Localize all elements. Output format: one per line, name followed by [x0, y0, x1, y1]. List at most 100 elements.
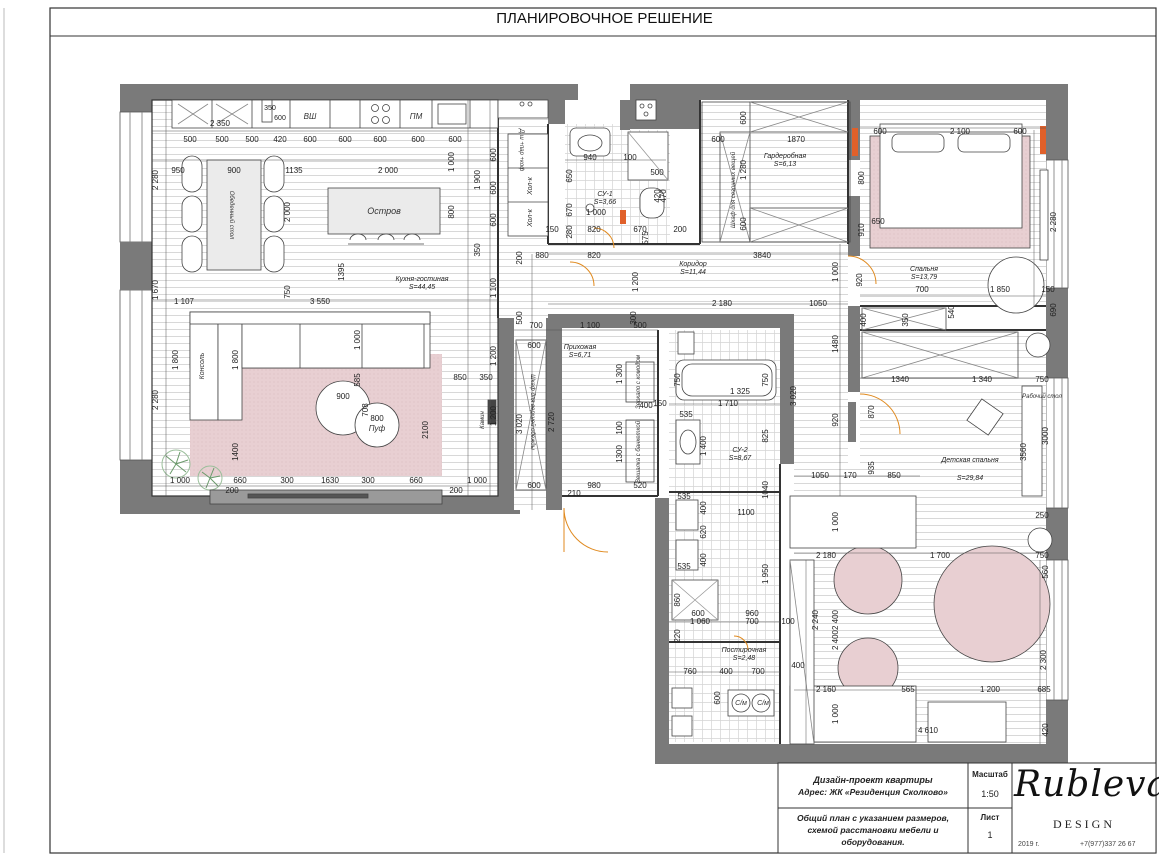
laundry-area: S=2,48 — [733, 655, 755, 662]
dim: 565 — [901, 685, 915, 694]
dim: 600 — [713, 691, 722, 705]
corridor-name: Коридор — [679, 260, 707, 268]
dim: 1 710 — [718, 399, 739, 408]
stamp-address: Адрес: ЖК «Резиденция Сколково» — [798, 787, 948, 797]
dim: 980 — [587, 481, 601, 490]
dim: 350 — [473, 243, 482, 257]
dim: 2 280 — [151, 389, 160, 410]
dim: 600 — [1013, 127, 1027, 136]
dim: 1 100 — [489, 277, 498, 298]
stamp-sheet-label: Лист — [980, 813, 1000, 822]
kitchen-name: Кухня-гостиная — [396, 276, 449, 283]
fridge-label: Хол-к — [527, 176, 534, 196]
dim: 400 — [699, 553, 708, 567]
dim: 200 — [449, 486, 463, 495]
dim: 400 — [719, 667, 733, 676]
dim: 750 — [673, 373, 682, 387]
su2-fixtures — [675, 331, 777, 571]
island — [327, 187, 441, 245]
dim: 350 — [479, 373, 493, 382]
dim: 2100 — [421, 421, 430, 439]
dim: 750 — [283, 285, 292, 299]
dim: 1 800 — [171, 349, 180, 370]
dim: 1 800 — [231, 349, 240, 370]
dim: 2 350 — [210, 119, 231, 128]
dim: 220 — [673, 629, 682, 643]
dim: 300 — [280, 476, 294, 485]
su1-name: СУ-1 — [597, 191, 612, 198]
dim: 820 — [587, 225, 601, 234]
dim: 1630 — [321, 476, 339, 485]
kitchen-area: S=44,45 — [409, 284, 435, 291]
dim: 900 — [336, 392, 350, 401]
dim: 520 — [633, 481, 647, 490]
wardrobe-fixtures — [701, 101, 851, 243]
dim: 690 — [1049, 303, 1058, 317]
kitchen-cabinets — [171, 99, 549, 237]
dim: 3840 — [753, 251, 771, 260]
brand-sub: DESIGN — [1053, 817, 1115, 831]
window-frames — [129, 112, 1063, 700]
dim: 1 950 — [761, 563, 770, 584]
dim: 500 — [650, 168, 664, 177]
dim: 1 200 — [980, 685, 1001, 694]
stamp-sheet-value: 1 — [987, 830, 993, 840]
dim: 300 — [629, 311, 638, 325]
dim: 820 — [587, 251, 601, 260]
dim: 200 — [673, 225, 687, 234]
dim: 1340 — [891, 375, 909, 384]
dim: 600 — [873, 127, 887, 136]
dim: 650 — [871, 217, 885, 226]
sm2-label: С/м — [757, 700, 769, 707]
dim: 1100 — [737, 508, 755, 517]
stamp-description: Общий план с указанием размеров, схемой … — [796, 813, 950, 847]
dim: 1 700 — [930, 551, 951, 560]
dim: 170 — [843, 471, 857, 480]
dim: 1300 — [615, 445, 624, 463]
dim: 1 107 — [174, 297, 195, 306]
bedroom-area: S=13,79 — [911, 274, 937, 281]
dim: 1 400 — [699, 435, 708, 456]
hanger-label: Вешалка с банкеткой — [635, 420, 642, 483]
dim: 2 280 — [1049, 211, 1058, 232]
kids-furniture — [789, 332, 1053, 745]
dim: 1050 — [811, 471, 829, 480]
dimension-text: 2 350 350 600 500 500 500 420 600 600 60… — [170, 105, 1055, 735]
dim: 1 000 — [586, 208, 607, 217]
dim: 1 200 — [631, 271, 640, 292]
dim: 1 280 — [739, 159, 748, 180]
dim: 100 — [615, 421, 624, 435]
su1-fixtures — [569, 127, 669, 219]
dim: 350 — [901, 313, 910, 327]
stamp-phone: +7(977)337 26 67 — [1080, 841, 1136, 848]
dim: 1050 — [809, 299, 827, 308]
dim: 800 — [857, 171, 866, 185]
dim: 3 020 — [515, 413, 524, 434]
dim: 1 670 — [151, 279, 160, 300]
dim: 1 000 — [170, 476, 191, 485]
room-labels: Кухня-гостиная S=44,45 СУ-1 S=3,66 Гарде… — [396, 152, 999, 662]
dim: 910 — [857, 223, 866, 237]
dim: 500 — [633, 321, 647, 330]
dim: 850 — [887, 471, 901, 480]
dim: 935 — [867, 461, 876, 475]
dim: 1400 — [231, 443, 240, 461]
dim: 2 000 — [378, 166, 399, 175]
dim: 420 — [1041, 723, 1050, 737]
hall-furniture — [515, 339, 655, 491]
title-block — [777, 762, 1157, 854]
corridor-area: S=11,44 — [680, 269, 706, 276]
dim: 3 020 — [789, 385, 798, 406]
dim: 1 000 — [447, 151, 456, 172]
sm-label: С/м — [735, 700, 747, 707]
dim: 1 300 — [615, 363, 624, 384]
laundry-name: Постирочная — [722, 647, 767, 654]
dim: 700 — [745, 617, 759, 626]
windows — [119, 111, 1069, 701]
dim: 1 000 — [831, 703, 840, 724]
dim: 670 — [633, 225, 647, 234]
dim: 150 — [653, 399, 667, 408]
dim: 560 — [1041, 565, 1050, 579]
dim: 3560 — [1019, 443, 1028, 461]
